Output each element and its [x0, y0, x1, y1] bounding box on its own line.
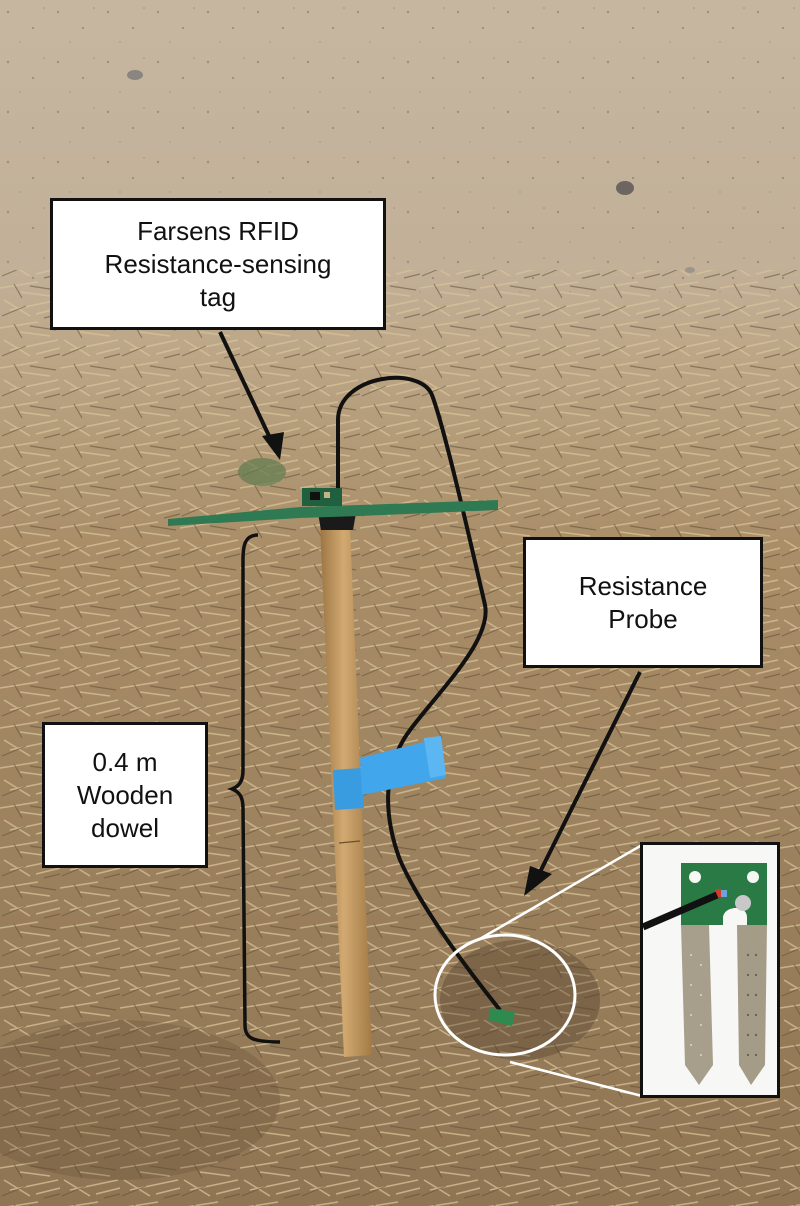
tag-label-line-3: tag: [199, 281, 237, 312]
probe-pcb-icon: [643, 863, 767, 1085]
dowel-label: 0.4 m Wooden dowel: [42, 722, 208, 868]
dowel-label-line-2: Wooden: [76, 779, 174, 810]
dowel-label-line-1: 0.4 m: [92, 746, 158, 777]
probe-label-line-2: Probe: [608, 603, 678, 634]
tag-label: Farsens RFID Resistance-sensing tag: [50, 198, 386, 330]
rfid-tag-pcb: [168, 488, 498, 526]
probe-label: Resistance Probe: [523, 537, 763, 668]
callout-circle: [433, 933, 577, 1057]
dowel-label-line-3: dowel: [91, 812, 159, 843]
probe-closeup-inset: [640, 842, 780, 1098]
tag-arrow-icon: [218, 331, 284, 460]
tag-label-line-1: Farsens RFID: [137, 215, 299, 246]
probe-label-line-1: Resistance: [578, 570, 708, 601]
tag-label-line-2: Resistance-sensing: [104, 248, 332, 279]
probe-arrow-icon: [524, 671, 642, 896]
dowel-brace-icon: [227, 533, 281, 1044]
